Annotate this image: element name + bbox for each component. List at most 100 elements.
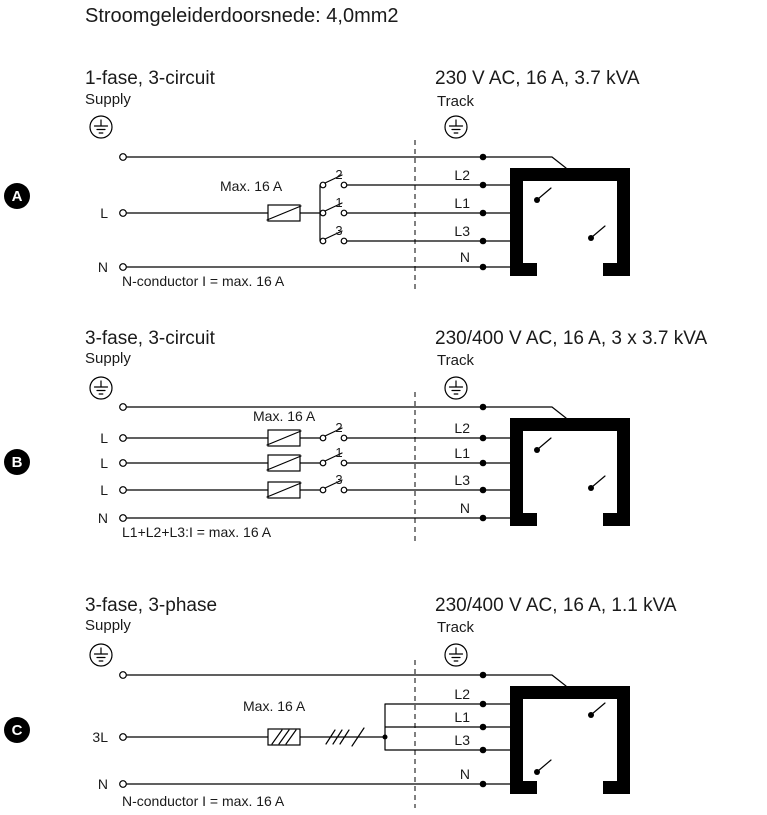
track-line-label-l3: L3 bbox=[454, 223, 470, 239]
fuse-rating-label: Max. 16 A bbox=[243, 698, 306, 714]
section-badge-circle bbox=[4, 717, 30, 743]
junction-dot bbox=[479, 486, 487, 494]
section-badge-letter: A bbox=[12, 188, 23, 205]
junction-dot bbox=[479, 700, 487, 708]
switch-icon bbox=[319, 174, 348, 189]
track-line-label-n: N bbox=[460, 249, 470, 265]
section-badge-letter: B bbox=[12, 454, 23, 471]
track-line-label-n: N bbox=[460, 500, 470, 516]
track-contact-icon bbox=[533, 187, 552, 204]
section-b: 3-fase, 3-circuit 230/400 V AC, 16 A, 3 … bbox=[4, 328, 707, 545]
track-label: Track bbox=[437, 93, 474, 110]
wires bbox=[126, 674, 567, 785]
section-note: N-conductor I = max. 16 A bbox=[122, 273, 285, 289]
earth-icon bbox=[444, 115, 468, 139]
track-label: Track bbox=[437, 619, 474, 636]
cable-core-marks bbox=[325, 727, 365, 747]
junction-dot bbox=[479, 263, 487, 271]
junction-dot bbox=[479, 237, 487, 245]
supply-label: Supply bbox=[85, 350, 131, 367]
junction-dot bbox=[479, 723, 487, 731]
earth-icon bbox=[89, 643, 113, 667]
switch-icon bbox=[319, 452, 348, 467]
junction-dot bbox=[479, 459, 487, 467]
supply-terminal bbox=[119, 514, 127, 522]
fuse-rating-label: Max. 16 A bbox=[220, 178, 283, 194]
switch-icon bbox=[319, 427, 348, 442]
section-b-left-title: 3-fase, 3-circuit bbox=[85, 328, 216, 349]
switch-icon bbox=[319, 479, 348, 494]
supply-terminal bbox=[119, 780, 127, 788]
earth-icon bbox=[444, 376, 468, 400]
section-badge-circle bbox=[4, 449, 30, 475]
track-line-label-l3: L3 bbox=[454, 732, 470, 748]
switch-number: 2 bbox=[335, 167, 342, 182]
track-line-label-l3: L3 bbox=[454, 472, 470, 488]
supply-label: Supply bbox=[85, 617, 131, 634]
wire-label-3l: 3L bbox=[92, 729, 108, 745]
wire-label-l: L bbox=[100, 205, 108, 221]
junction-dot bbox=[479, 514, 487, 522]
track-line-label-l1: L1 bbox=[454, 709, 470, 725]
track-contact-icon bbox=[587, 702, 606, 719]
junction-dot bbox=[479, 181, 487, 189]
wire-label-n: N bbox=[98, 510, 108, 526]
track-cross-section bbox=[510, 168, 630, 276]
supply-terminal bbox=[119, 403, 127, 411]
junction-dot bbox=[479, 671, 487, 679]
fuse-rating-label: Max. 16 A bbox=[253, 408, 316, 424]
supply-terminal bbox=[119, 486, 127, 494]
track-line-label-l1: L1 bbox=[454, 445, 470, 461]
supply-label: Supply bbox=[85, 91, 131, 108]
switch-icon bbox=[319, 230, 348, 245]
section-c-left-title: 3-fase, 3-phase bbox=[85, 595, 217, 616]
supply-terminal bbox=[119, 153, 127, 161]
section-note: L1+L2+L3:I = max. 16 A bbox=[122, 524, 272, 540]
track-line-label-l2: L2 bbox=[454, 686, 470, 702]
switch-number: 1 bbox=[335, 445, 342, 460]
wire-label-l: L bbox=[100, 482, 108, 498]
fuse-icon bbox=[266, 204, 302, 222]
earth-icon bbox=[89, 376, 113, 400]
track-contact-icon bbox=[587, 475, 606, 492]
fuse-icon bbox=[266, 429, 302, 447]
earth-icon bbox=[89, 115, 113, 139]
track-cross-section bbox=[510, 418, 630, 526]
section-badge-circle bbox=[4, 183, 30, 209]
switch-number: 3 bbox=[335, 223, 342, 238]
wire-label-l: L bbox=[100, 430, 108, 446]
junction-dot bbox=[479, 746, 487, 754]
section-c-right-title: 230/400 V AC, 16 A, 1.1 kVA bbox=[435, 595, 677, 616]
fuse-icon bbox=[266, 454, 302, 472]
track-contact-icon bbox=[533, 759, 552, 776]
section-b-right-title: 230/400 V AC, 16 A, 3 x 3.7 kVA bbox=[435, 328, 707, 349]
section-note: N-conductor I = max. 16 A bbox=[122, 793, 285, 809]
supply-terminal bbox=[119, 733, 127, 741]
junction-dot bbox=[479, 403, 487, 411]
supply-terminal bbox=[119, 671, 127, 679]
wire-label-l: L bbox=[100, 455, 108, 471]
wire-label-n: N bbox=[98, 776, 108, 792]
junction-dot bbox=[479, 434, 487, 442]
track-label: Track bbox=[437, 352, 474, 369]
page-title: Stroomgeleiderdoorsnede: 4,0mm2 bbox=[85, 5, 399, 27]
junction-dot bbox=[479, 153, 487, 161]
track-line-label-l2: L2 bbox=[454, 167, 470, 183]
junction-dot bbox=[479, 209, 487, 217]
supply-terminal bbox=[119, 434, 127, 442]
section-a-left-title: 1-fase, 3-circuit bbox=[85, 68, 216, 89]
junction-dot bbox=[479, 780, 487, 788]
earth-icon bbox=[444, 643, 468, 667]
track-line-label-n: N bbox=[460, 766, 470, 782]
track-contact-icon bbox=[533, 437, 552, 454]
supply-terminal bbox=[119, 209, 127, 217]
wires bbox=[126, 406, 567, 519]
section-a-right-title: 230 V AC, 16 A, 3.7 kVA bbox=[435, 68, 640, 89]
section-badge-letter: C bbox=[12, 722, 23, 739]
supply-terminal bbox=[119, 263, 127, 271]
fuse-icon bbox=[267, 728, 301, 746]
section-a: 1-fase, 3-circuit 230 V AC, 16 A, 3.7 kV… bbox=[4, 68, 640, 293]
section-c: 3-fase, 3-phase 230/400 V AC, 16 A, 1.1 … bbox=[4, 595, 677, 809]
